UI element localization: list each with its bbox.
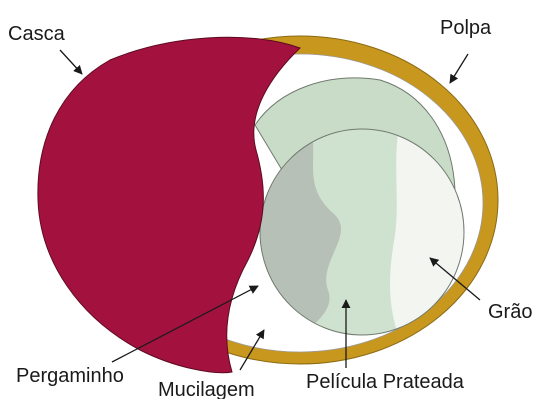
casca-label: Casca bbox=[8, 23, 66, 45]
pelicula-label: Película Prateada bbox=[306, 371, 465, 393]
polpa-label: Polpa bbox=[440, 17, 492, 39]
casca-arrow bbox=[60, 50, 82, 74]
polpa-arrow bbox=[450, 54, 468, 83]
mucilagem-label: Mucilagem bbox=[158, 379, 255, 399]
grao-label: Grão bbox=[488, 301, 532, 323]
pergaminho-label: Pergaminho bbox=[16, 365, 124, 387]
